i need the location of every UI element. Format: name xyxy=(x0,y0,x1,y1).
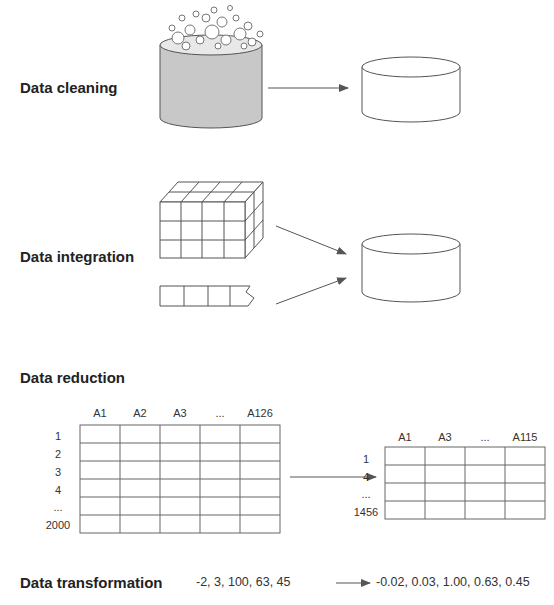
drawing-stroke xyxy=(205,25,219,39)
data-strip xyxy=(160,286,254,306)
drawing-stroke xyxy=(160,202,245,258)
section-heading: Data cleaning xyxy=(20,80,118,97)
drawing-stroke xyxy=(211,7,217,13)
drawing-stroke xyxy=(160,45,262,128)
drawing-stroke xyxy=(193,11,199,17)
drawing-stroke xyxy=(179,15,185,21)
column-header: A126 xyxy=(247,407,273,419)
arrow xyxy=(276,278,346,304)
drawing-stroke xyxy=(257,31,263,37)
drawing-stroke xyxy=(185,25,195,35)
drawing-stroke xyxy=(248,38,256,46)
value-list: -2, 3, 100, 63, 45 xyxy=(196,576,291,590)
drawing-stroke xyxy=(169,182,254,202)
drawing-stroke xyxy=(233,15,239,21)
row-header: 4 xyxy=(363,471,369,483)
row-header: ... xyxy=(361,488,370,500)
row-header: 1 xyxy=(55,430,61,442)
drawing-stroke xyxy=(160,286,254,306)
column-header: ... xyxy=(215,407,224,419)
drawing-stroke xyxy=(80,425,280,533)
value-list: -0.02, 0.03, 1.00, 0.63, 0.45 xyxy=(376,576,530,590)
drawing-stroke xyxy=(172,32,184,44)
column-header: ... xyxy=(480,431,489,443)
drawing-stroke xyxy=(215,43,221,49)
section-heading: Data transformation xyxy=(20,575,163,592)
drawing-stroke xyxy=(234,28,246,40)
drawing-stroke xyxy=(221,35,231,45)
drawing-stroke xyxy=(182,42,190,50)
column-header: A2 xyxy=(133,407,146,419)
drawing-stroke xyxy=(385,447,545,519)
drawing-stroke xyxy=(362,57,460,77)
drawing-stroke xyxy=(217,17,227,27)
drawing-stroke xyxy=(80,425,280,533)
section-heading: Data integration xyxy=(20,249,134,266)
column-header: A115 xyxy=(513,431,538,443)
dirty-database xyxy=(160,35,262,128)
drawing-stroke xyxy=(184,286,230,306)
row-header: 1456 xyxy=(354,506,378,518)
drawing-stroke xyxy=(169,25,175,31)
row-header: 2000 xyxy=(46,519,70,531)
bubbles xyxy=(169,6,263,51)
drawing-stroke xyxy=(202,14,210,22)
drawing-stroke xyxy=(196,36,204,44)
column-header: A1 xyxy=(93,407,106,419)
row-header: ... xyxy=(53,501,62,513)
drawing-stroke xyxy=(362,234,460,254)
arrow xyxy=(268,88,348,89)
integrated-database xyxy=(362,234,460,302)
data-cube xyxy=(160,182,263,258)
arrow xyxy=(336,583,370,584)
drawing-stroke xyxy=(245,182,263,258)
row-header: 2 xyxy=(55,448,61,460)
row-header: 1 xyxy=(363,453,369,465)
section-heading: Data reduction xyxy=(20,370,125,387)
drawing-stroke xyxy=(241,43,247,49)
column-header: A1 xyxy=(398,431,411,443)
row-header: 4 xyxy=(55,484,61,496)
drawing-stroke xyxy=(245,192,263,248)
arrow xyxy=(276,226,346,254)
drawing-stroke xyxy=(228,6,233,11)
clean-database xyxy=(362,57,460,122)
row-header: 3 xyxy=(55,466,61,478)
drawing-stroke xyxy=(160,202,245,258)
column-header: A3 xyxy=(173,407,186,419)
table-grid xyxy=(80,425,545,533)
drawing-stroke xyxy=(244,22,252,30)
drawing-stroke xyxy=(385,447,545,519)
column-header: A3 xyxy=(438,431,451,443)
